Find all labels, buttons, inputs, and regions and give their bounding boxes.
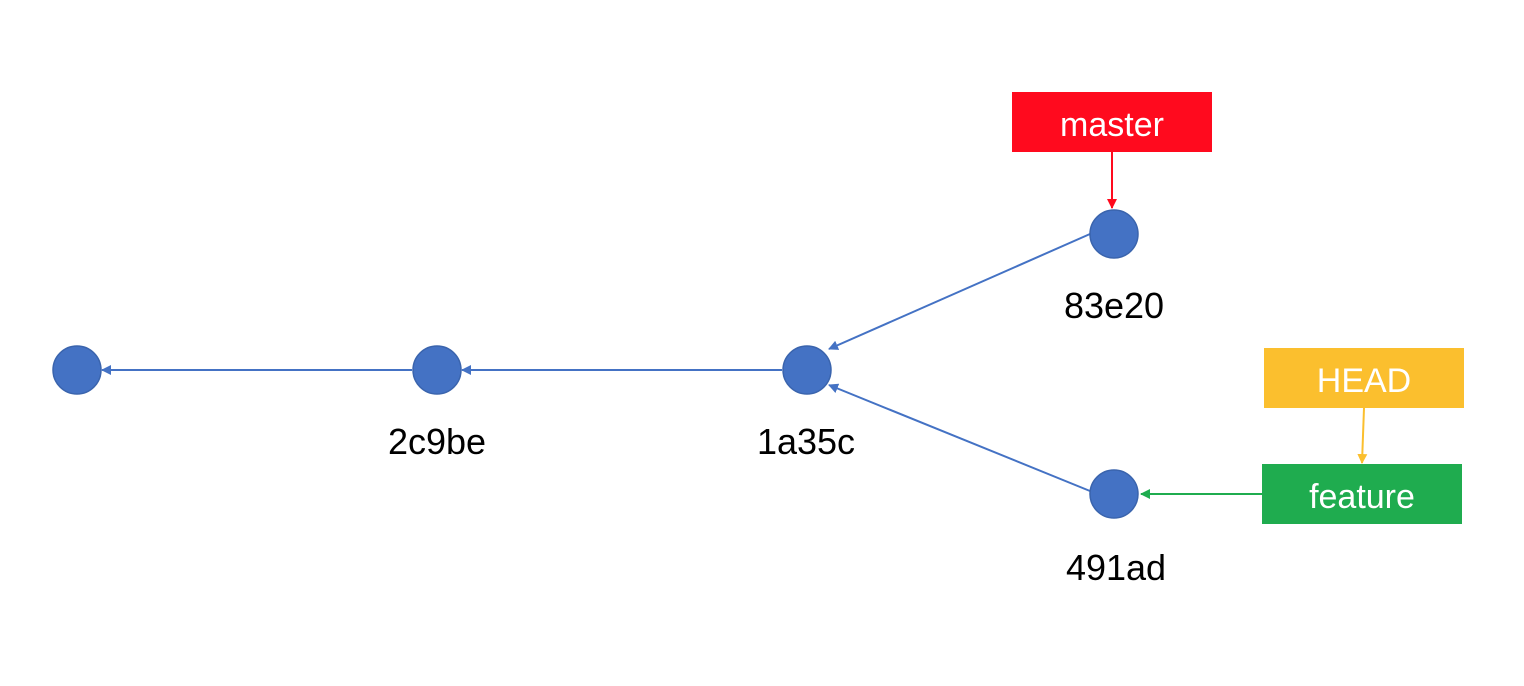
commit-label-83e20: 83e20 [1064,285,1164,326]
ref-master-label: master [1060,106,1164,144]
commit-node-root [52,345,102,395]
ref-head-box [1264,348,1464,408]
head-pointer-arrow [1357,407,1368,464]
commit-node-1a35c [782,345,832,395]
ref-master-box [1012,92,1212,152]
ref-head-label: HEAD [1317,362,1411,400]
ref-head: HEAD [1264,348,1464,408]
ref-feature: feature [1262,464,1462,524]
edge-491ad-to-1a35c [828,383,1091,492]
commit-node-2c9be [412,345,462,395]
commit-label-2c9be: 2c9be [388,421,486,462]
ref-master: master [1012,92,1212,152]
commit-node-491ad [1089,469,1139,519]
commit-label-491ad: 491ad [1066,547,1166,588]
commit-node-83e20 [1089,209,1139,259]
ref-feature-box [1262,464,1462,524]
commit-label-1a35c: 1a35c [757,421,855,462]
edge-83e20-to-1a35c [828,233,1091,350]
ref-feature-label: feature [1309,478,1415,516]
